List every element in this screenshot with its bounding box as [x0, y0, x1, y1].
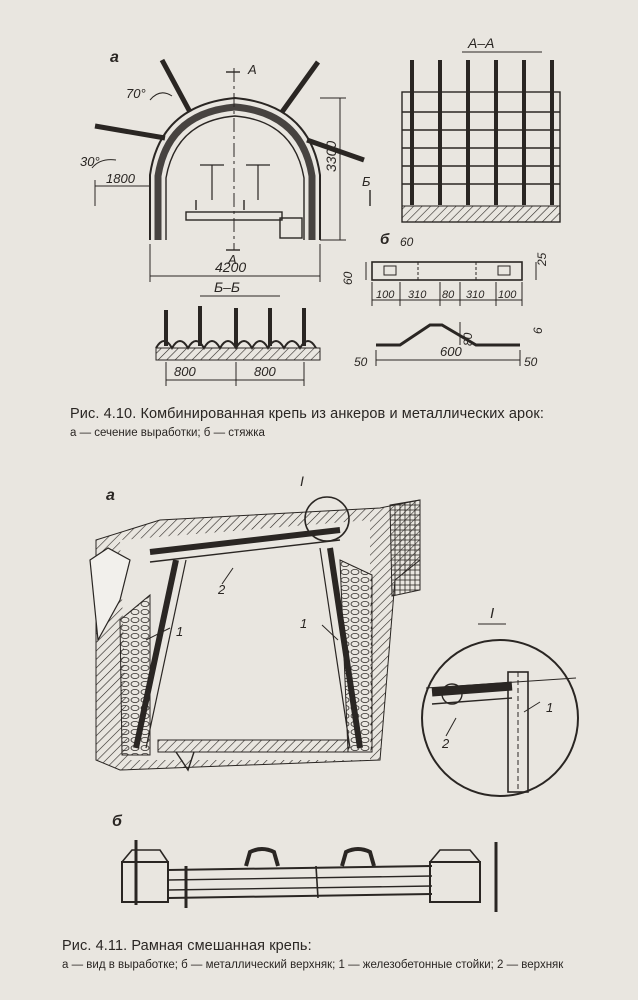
fig410-dim-80: 80 — [442, 289, 455, 301]
fig410-angle-30: 30° — [80, 154, 100, 169]
fig411-frame-view — [89, 496, 421, 772]
fig410-dim-100-left: 100 — [376, 289, 395, 301]
fig411-caption-title: Рис. 4.11. Рамная смешанная крепь: — [62, 938, 312, 954]
fig410-caption: Рис. 4.10. Комбинированная крепь из анке… — [70, 406, 630, 442]
fig411-callout-1-right: 1 — [300, 616, 307, 631]
fig411-caption-sub: а — вид в выработке; б — металлический в… — [62, 959, 564, 971]
fig410-dim-800-right: 800 — [254, 364, 276, 379]
fig410-dim-6: 6 — [531, 327, 545, 334]
fig411-detail-label-I: I — [490, 605, 494, 622]
anchor-left-low — [94, 123, 166, 141]
fig410-marker-a-top: А — [247, 62, 257, 77]
fig410-dim-50-right: 50 — [524, 355, 538, 369]
fig410-dim-25: 25 — [535, 252, 549, 267]
fig410-section-aa-title: А–А — [467, 35, 494, 51]
anchor-right-low — [306, 137, 365, 163]
fig410-dim-60-top: 60 — [400, 235, 414, 249]
fig410-caption-sub: а — сечение выработки; б — стяжка — [70, 427, 265, 439]
fig410-dim-1800: 1800 — [106, 171, 136, 186]
anchor-left-top — [159, 58, 193, 114]
fig410-dim-600: 600 — [440, 344, 462, 359]
fig410-dim-50-left: 50 — [354, 355, 368, 369]
fig410-caption-title: Рис. 4.10. Комбинированная крепь из анке… — [70, 406, 544, 422]
fig410-dim-60-side: 60 — [341, 271, 355, 285]
fig410-section-bb — [155, 295, 321, 386]
fig410-section-aa — [401, 51, 561, 223]
fig410-dim-310-left: 310 — [408, 289, 427, 301]
fig411-label-I: I — [300, 473, 304, 489]
fig410-dim-800-left: 800 — [174, 364, 196, 379]
fig410-marker-a-bottom: А — [227, 252, 237, 267]
fig411-detail-callout-1: 1 — [546, 700, 553, 715]
fig411-callout-2: 2 — [217, 582, 226, 597]
fig410-dim-4200: 4200 — [215, 259, 246, 275]
fig411-label-b: б — [112, 813, 123, 830]
fig411-caption: Рис. 4.11. Рамная смешанная крепь: а — в… — [62, 938, 632, 974]
fig411-metal-beam — [121, 840, 498, 912]
fig410-label-b: б — [380, 231, 390, 248]
fig410-label-a: а — [110, 49, 119, 66]
fig410-tie — [365, 261, 537, 366]
fig410-marker-b: Б — [362, 174, 371, 189]
fig410-dim-310-right: 310 — [466, 289, 485, 301]
fig410-angle-70: 70° — [126, 86, 146, 101]
fig410-section-bb-title: Б–Б — [214, 279, 240, 295]
anchor-right-top — [279, 60, 321, 114]
fig411-callout-1-left: 1 — [176, 624, 183, 639]
fig410-dim-80-bend: 80 — [461, 332, 475, 346]
fig410-arch-section — [91, 58, 371, 282]
fig411-label-a: а — [106, 487, 115, 504]
fig410-dim-3300: 3300 — [323, 141, 339, 172]
fig411-detail-callout-2: 2 — [441, 736, 450, 751]
fig410-dim-100-right: 100 — [498, 289, 517, 301]
fig411-detail-I — [421, 623, 579, 797]
